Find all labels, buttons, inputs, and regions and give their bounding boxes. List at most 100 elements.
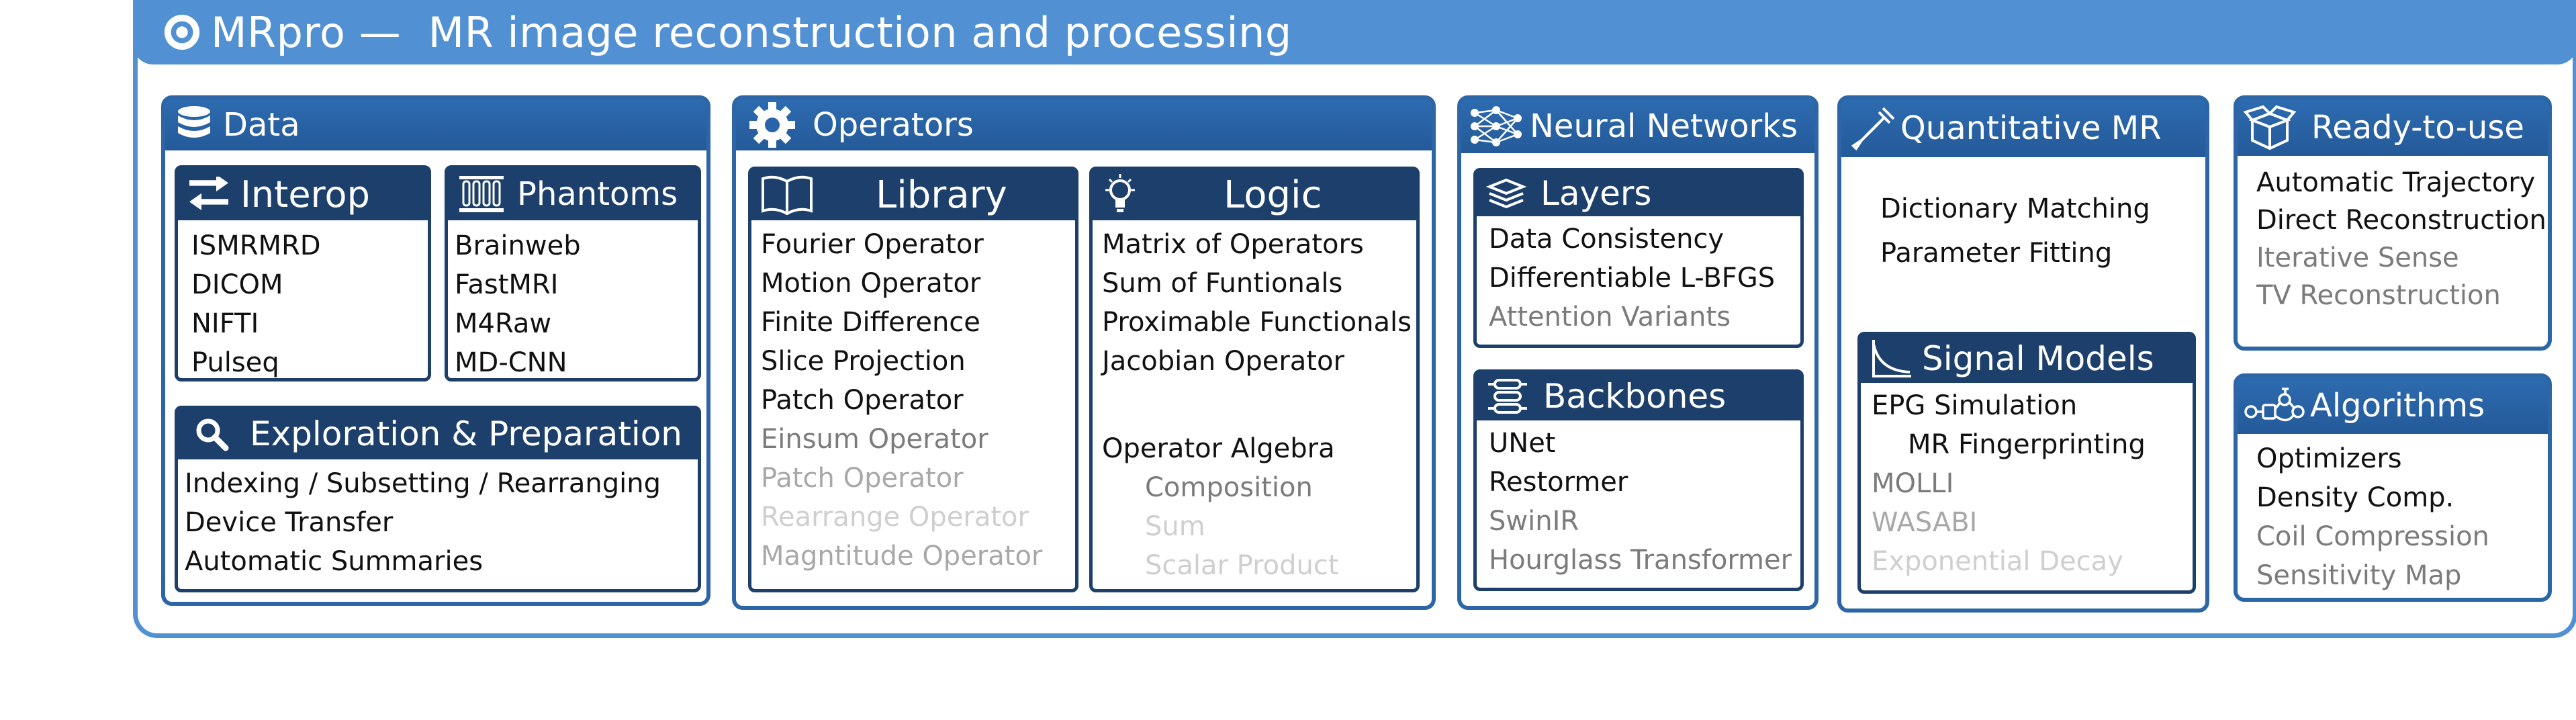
operators-panel-header: Operators — [736, 99, 1432, 150]
list-item: Jacobian Operator — [1102, 346, 1344, 377]
list-item: UNet — [1489, 428, 1556, 459]
library-list: Fourier Operator Motion Operator Finite … — [761, 225, 1075, 576]
library-header: Library — [751, 169, 1076, 220]
exploration-header: Exploration & Preparation — [177, 408, 698, 459]
list-item: Einsum Operator — [761, 424, 988, 455]
list-item: MOLLI — [1872, 468, 1954, 499]
algorithm-nodes-icon — [2244, 388, 2305, 422]
list-item: Composition — [1145, 472, 1313, 503]
list-item: DICOM — [191, 269, 283, 300]
test-tubes-icon — [459, 176, 504, 212]
arrows-exchange-icon — [189, 177, 228, 210]
signal-models-header: Signal Models — [1860, 334, 2193, 383]
search-icon — [196, 418, 229, 451]
list-item: Matrix of Operators — [1102, 229, 1364, 260]
operators-panel-title: Operators — [813, 106, 974, 144]
phantoms-box: Phantoms Brainweb FastMRI M4Raw MD-CNN — [445, 165, 701, 381]
operators-panel: Operators Library Fourier Operator Motio… — [732, 95, 1436, 610]
list-item: Patch Operator — [761, 385, 964, 416]
list-item: Brainweb — [455, 230, 581, 261]
data-panel: Data Interop ISMRMRD DICOM NIFTI Pulseq — [161, 95, 710, 606]
backbones-box: Backbones UNet Restormer SwinIR Hourglas… — [1473, 369, 1804, 591]
curve-icon — [1872, 340, 1911, 377]
list-item: Automatic Trajectory — [2256, 167, 2536, 198]
page-title: MRpro — MR image reconstruction and proc… — [211, 8, 1292, 57]
list-item: Slice Projection — [761, 346, 966, 377]
list-item: Restormer — [1489, 467, 1628, 498]
exploration-list: Indexing / Subsetting / Rearranging Devi… — [185, 464, 698, 581]
list-item: FastMRI — [455, 269, 559, 300]
pipette-icon — [1851, 107, 1895, 151]
library-title: Library — [876, 173, 1007, 217]
backbones-header: Backbones — [1476, 372, 1801, 420]
signal-models-list: EPG Simulation MR Fingerprinting MOLLI W… — [1872, 386, 2193, 581]
list-item: M4Raw — [455, 308, 552, 339]
lightbulb-icon — [1105, 174, 1135, 212]
neural-networks-header: Neural Networks — [1461, 99, 1814, 153]
title-bar: MRpro — MR image reconstruction and proc… — [133, 0, 2576, 64]
signal-models-box: Signal Models EPG Simulation MR Fingerpr… — [1857, 332, 2196, 594]
database-icon — [178, 106, 210, 138]
logic-list: Matrix of Operators Sum of Funtionals Pr… — [1102, 225, 1416, 381]
list-item: Magntitude Operator — [761, 541, 1043, 572]
list-item: Pulseq — [191, 347, 279, 378]
quantitative-mr-header: Quantitative MR — [1841, 99, 2205, 157]
gear-icon — [749, 102, 795, 148]
list-item: NIFTI — [191, 308, 259, 339]
algorithms-header: Algorithms — [2238, 377, 2548, 434]
list-item: Differentiable L-BFGS — [1489, 263, 1776, 294]
list-item: Dictionary Matching — [1880, 193, 2150, 224]
list-item: Attention Variants — [1489, 302, 1731, 332]
list-item: Sum of Funtionals — [1102, 268, 1343, 299]
exploration-title: Exploration & Preparation — [250, 414, 682, 453]
neural-networks-panel: Neural Networks Layers Data Consistency … — [1457, 95, 1819, 610]
list-item: Sensitivity Map — [2256, 560, 2462, 591]
neural-network-icon — [1471, 106, 1522, 146]
operator-algebra-title: Operator Algebra — [1102, 433, 1335, 464]
list-item: Scalar Product — [1145, 550, 1339, 581]
list-item: Parameter Fitting — [1880, 238, 2113, 269]
quantitative-mr-title: Quantitative MR — [1900, 109, 2162, 147]
list-item: Hourglass Transformer — [1489, 545, 1792, 576]
list-item: Patch Operator — [761, 463, 964, 494]
phantoms-header: Phantoms — [447, 168, 698, 220]
mrpro-logo-icon — [164, 14, 200, 50]
box-icon — [2243, 105, 2297, 150]
layers-box: Layers Data Consistency Differentiable L… — [1473, 168, 1804, 348]
brand-name: MRpro — [211, 7, 346, 57]
list-item: WASABI — [1872, 507, 1978, 538]
list-item: Proximable Functionals — [1102, 307, 1412, 338]
algorithms-list: Optimizers Density Comp. Coil Compressio… — [2256, 439, 2548, 595]
algorithms-title: Algorithms — [2310, 387, 2485, 424]
interop-list: ISMRMRD DICOM NIFTI Pulseq — [191, 226, 428, 382]
backbones-list: UNet Restormer SwinIR Hourglass Transfor… — [1489, 424, 1800, 580]
layers-title: Layers — [1540, 174, 1652, 213]
ready-to-use-header: Ready-to-use — [2238, 99, 2548, 156]
backbone-icon — [1488, 379, 1527, 414]
exploration-box: Exploration & Preparation Indexing / Sub… — [175, 406, 701, 592]
list-item: Finite Difference — [761, 307, 980, 338]
logic-box: Logic Matrix of Operators Sum of Funtion… — [1089, 167, 1420, 592]
list-item: Indexing / Subsetting / Rearranging — [185, 468, 661, 499]
data-panel-header: Data — [165, 99, 706, 150]
list-item: SwinIR — [1489, 506, 1579, 537]
list-item: MR Fingerprinting — [1908, 429, 2146, 460]
ready-to-use-panel: Ready-to-use Automatic Trajectory Direct… — [2234, 95, 2552, 351]
quantitative-list: Dictionary Matching Parameter Fitting — [1880, 187, 2205, 275]
list-item: Automatic Summaries — [185, 546, 484, 577]
title-text: MR image reconstruction and processing — [428, 7, 1292, 57]
list-item: Data Consistency — [1489, 224, 1724, 255]
interop-title: Interop — [240, 173, 370, 216]
list-item: MD-CNN — [455, 347, 567, 378]
list-item: Density Comp. — [2256, 482, 2454, 513]
list-item: Fourier Operator — [761, 229, 984, 260]
list-item: Direct Reconstruction — [2256, 205, 2546, 236]
list-item: Rearrange Operator — [761, 502, 1029, 533]
list-item: Iterative Sense — [2256, 242, 2459, 273]
phantoms-title: Phantoms — [517, 175, 678, 213]
operator-algebra-list: Operator Algebra Composition Sum Scalar … — [1102, 429, 1416, 585]
title-separator: — — [359, 7, 402, 57]
interop-header: Interop — [177, 168, 428, 220]
layers-header: Layers — [1476, 171, 1801, 216]
list-item: Exponential Decay — [1872, 546, 2123, 577]
